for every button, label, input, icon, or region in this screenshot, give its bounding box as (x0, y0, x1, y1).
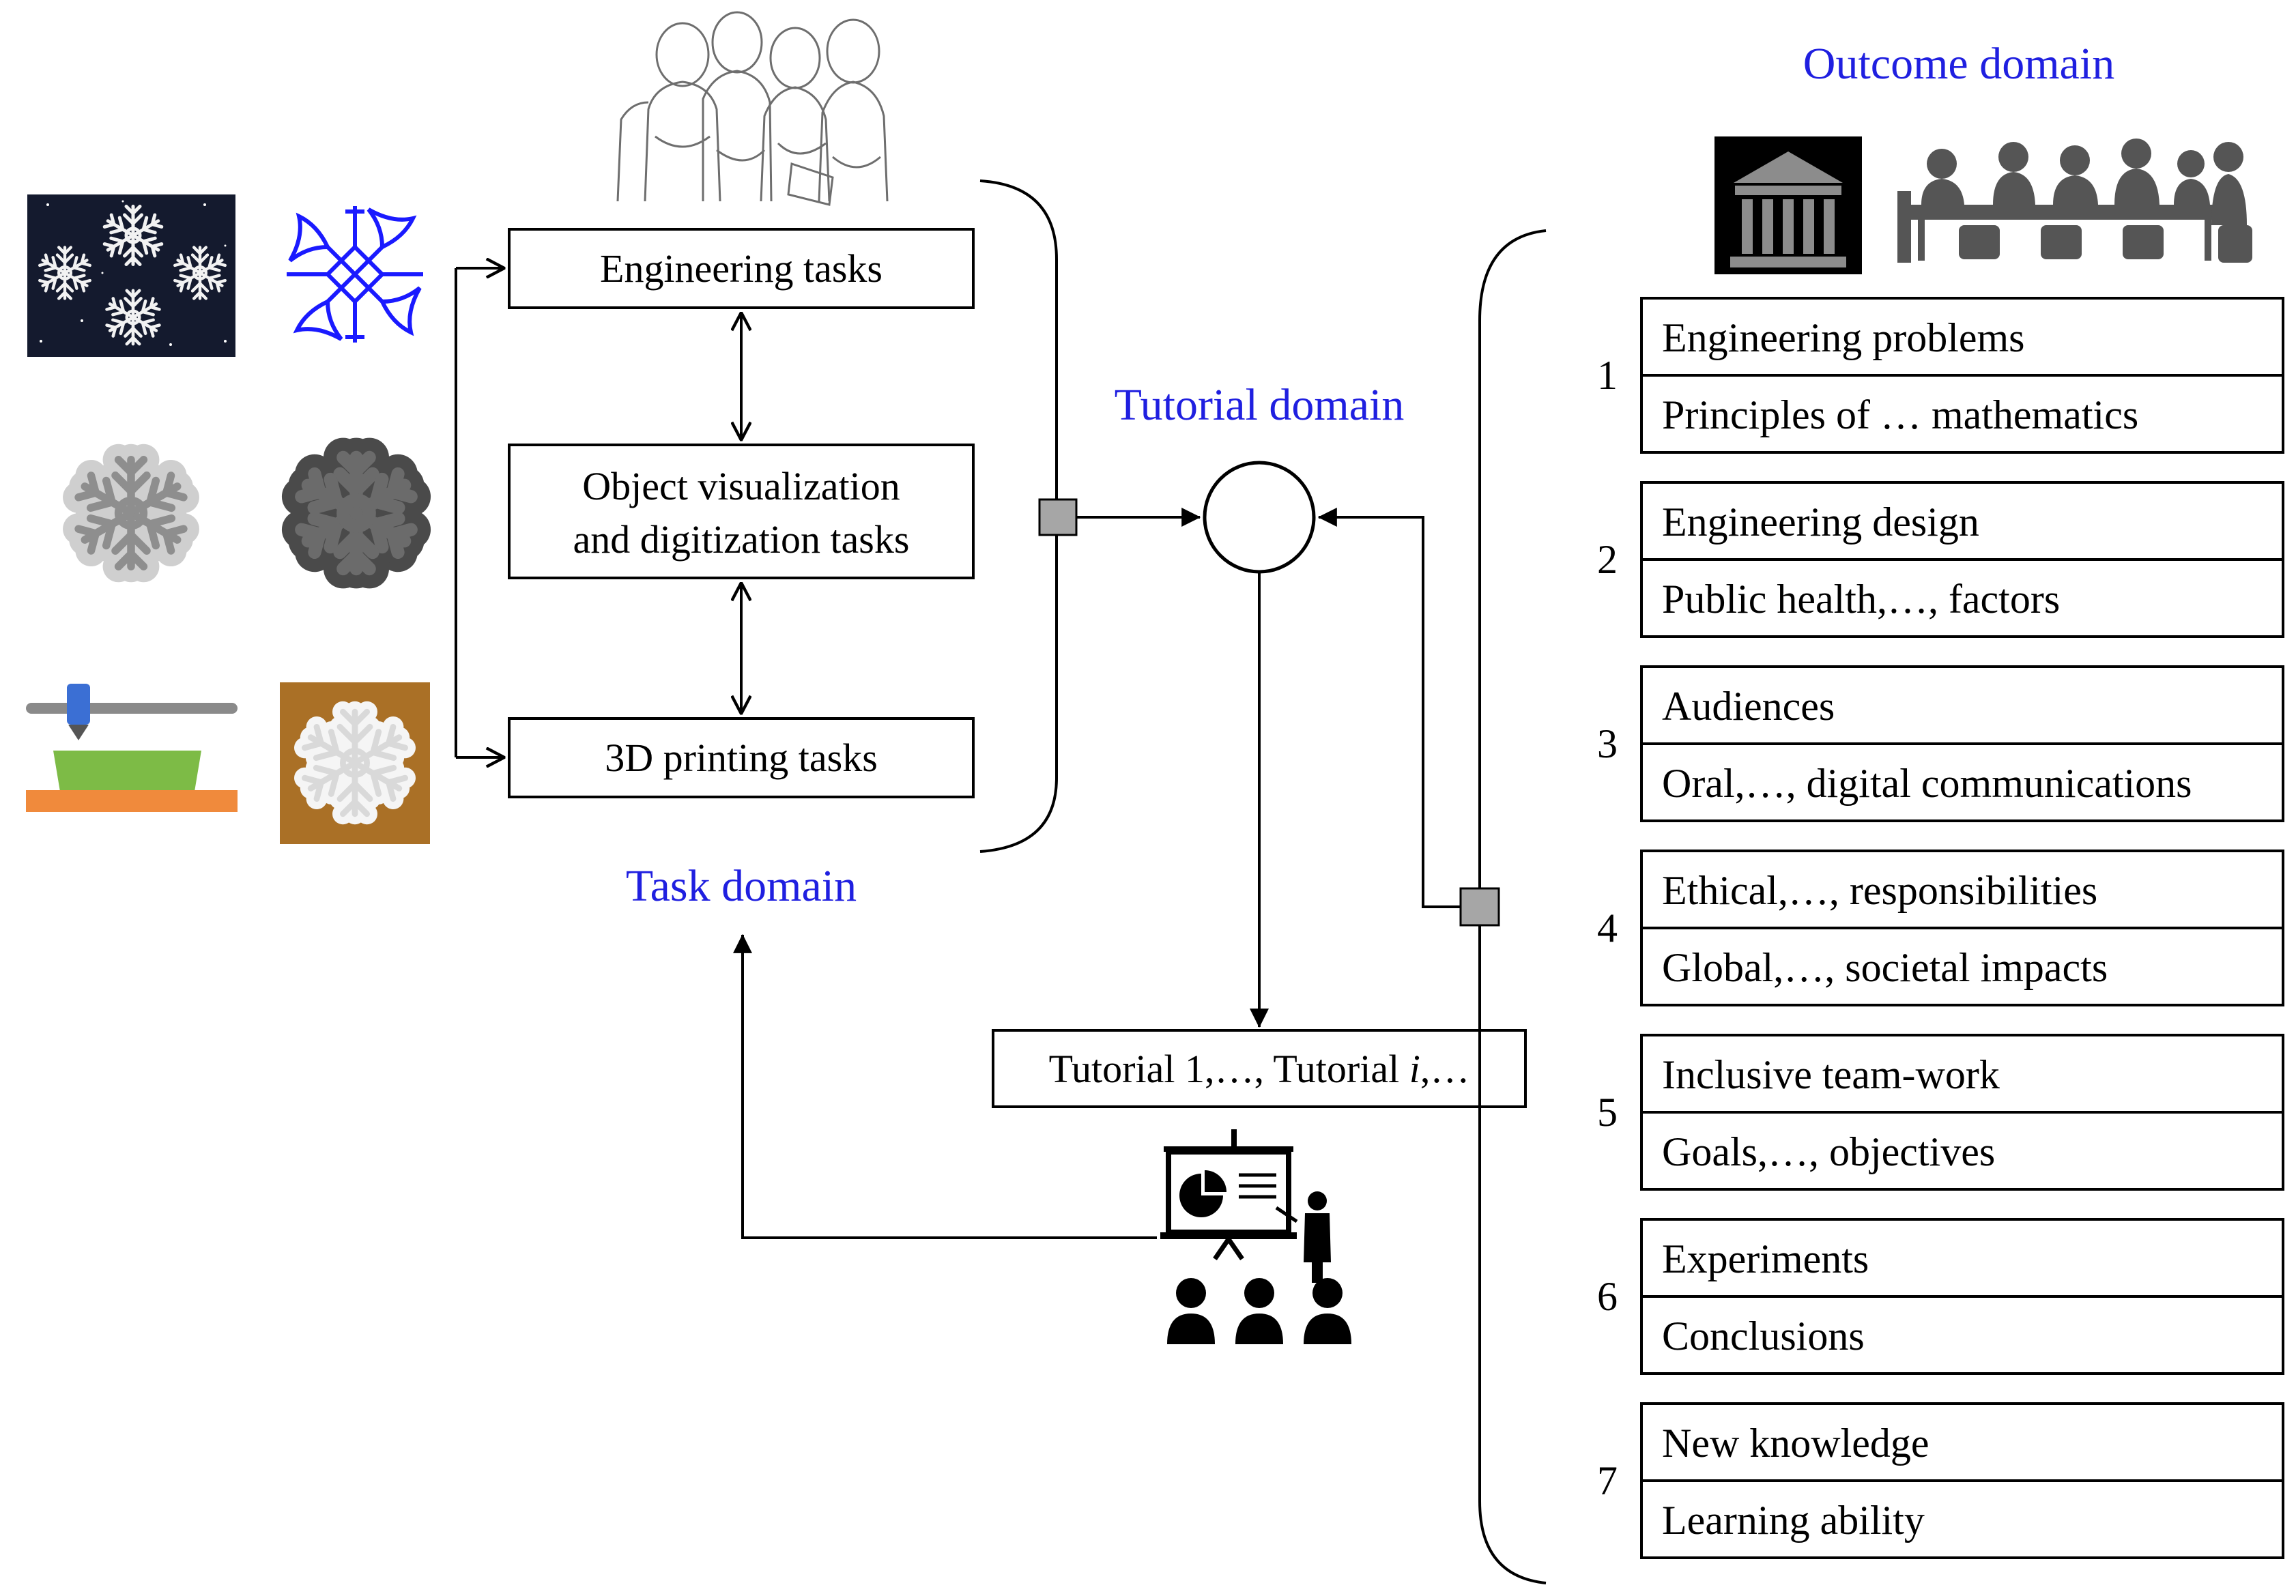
visualization-tasks-box (508, 444, 975, 579)
outcome-to-tutorial-arrow (1317, 508, 1461, 908)
outcome-item-label: New knowledge (1662, 1421, 1929, 1466)
3d-printing-tasks-label: 3D printing tasks (605, 736, 878, 780)
tutorial-domain-label: Tutorial domain (1115, 380, 1405, 430)
image-to-task-connector (455, 268, 504, 757)
outcome-row-top (1640, 850, 2284, 929)
outcome-row-top (1640, 1034, 2284, 1114)
institution-building-icon (1714, 136, 1862, 274)
outcome-item-label: Public health,…, factors (1662, 577, 2060, 622)
outcome-row-bottom (1640, 558, 2284, 638)
snowflake-night-photo-icon (27, 194, 235, 357)
outcome-item-label: Inclusive team-work (1662, 1052, 2000, 1097)
students-sketch-icon (616, 11, 889, 206)
snowflake-3d-dark-icon (300, 457, 412, 568)
outcome-group-number: 6 (1597, 1274, 1618, 1319)
outcome-row-bottom (1640, 1479, 2284, 1559)
snowflake-outline-icon (287, 206, 423, 343)
tutorial-to-task-feedback-arrow (733, 933, 1157, 1239)
outcome-row-top (1640, 481, 2284, 561)
outcome-row-bottom (1640, 742, 2284, 822)
outcome-item-label: Goals,…, objectives (1662, 1129, 1995, 1174)
outcome-domain-brace (1478, 229, 1547, 1584)
outcome-row-top (1640, 1218, 2284, 1298)
meeting-silhouette-icon (1897, 139, 2252, 263)
outcome-item-label: Principles of … mathematics (1662, 392, 2138, 437)
snowflake-3d-light-icon (77, 460, 185, 566)
task-domain-brace (979, 179, 1058, 853)
outcome-item-label: Conclusions (1662, 1314, 1865, 1359)
3d-printing-tasks-box (508, 717, 975, 798)
outcome-group-number: 2 (1597, 537, 1618, 582)
printed-snowflake-photo-icon (280, 682, 430, 844)
outcome-row-top (1640, 297, 2284, 377)
outcome-domain-connector-square (1459, 887, 1500, 927)
outcome-row-top (1640, 1402, 2284, 1482)
outcome-item-label: Learning ability (1662, 1498, 1925, 1543)
outcome-item-label: Engineering design (1662, 499, 1979, 545)
outcome-item-label: Engineering problems (1662, 315, 2025, 360)
outcome-group-number: 7 (1597, 1458, 1618, 1503)
visualization-tasks-label-line2: and digitization tasks (573, 517, 910, 562)
outcome-item-label: Global,…, societal impacts (1662, 945, 2108, 990)
engineering-tasks-label: Engineering tasks (600, 246, 882, 291)
outcome-row-bottom (1640, 927, 2284, 1006)
outcome-group-number: 4 (1597, 905, 1618, 951)
task-domain-connector-square (1038, 498, 1078, 536)
tutorial-hub-circle (1203, 461, 1316, 574)
outcome-row-bottom (1640, 1111, 2284, 1191)
presentation-icon (1160, 1129, 1351, 1344)
3d-printer-icon (26, 684, 238, 812)
tutorials-label-suffix: ,… (1420, 1047, 1470, 1091)
outcome-group-number: 1 (1597, 353, 1618, 398)
tutorials-label: Tutorial 1,…, Tutorial i,… (1049, 1047, 1470, 1091)
outcome-row-bottom (1640, 1295, 2284, 1375)
tutorials-label-prefix: Tutorial 1,…, Tutorial (1049, 1047, 1409, 1091)
outcome-row-top (1640, 665, 2284, 745)
visualization-tasks-label-line1: Object visualization (582, 464, 900, 508)
engineering-tasks-box (508, 228, 975, 309)
outcome-item-label: Experiments (1662, 1236, 1869, 1281)
outcome-group-number: 3 (1597, 721, 1618, 766)
tutorials-box (992, 1029, 1527, 1108)
task-domain-label: Task domain (626, 861, 857, 911)
outcome-item-label: Audiences (1662, 684, 1835, 729)
outcome-group-number: 5 (1597, 1090, 1618, 1135)
outcome-item-label: Oral,…, digital communications (1662, 761, 2192, 806)
tutorials-label-italic: i (1409, 1047, 1420, 1091)
outcome-domain-label: Outcome domain (1803, 39, 2114, 89)
outcome-item-label: Ethical,…, responsibilities (1662, 868, 2097, 913)
outcome-row-bottom (1640, 374, 2284, 454)
